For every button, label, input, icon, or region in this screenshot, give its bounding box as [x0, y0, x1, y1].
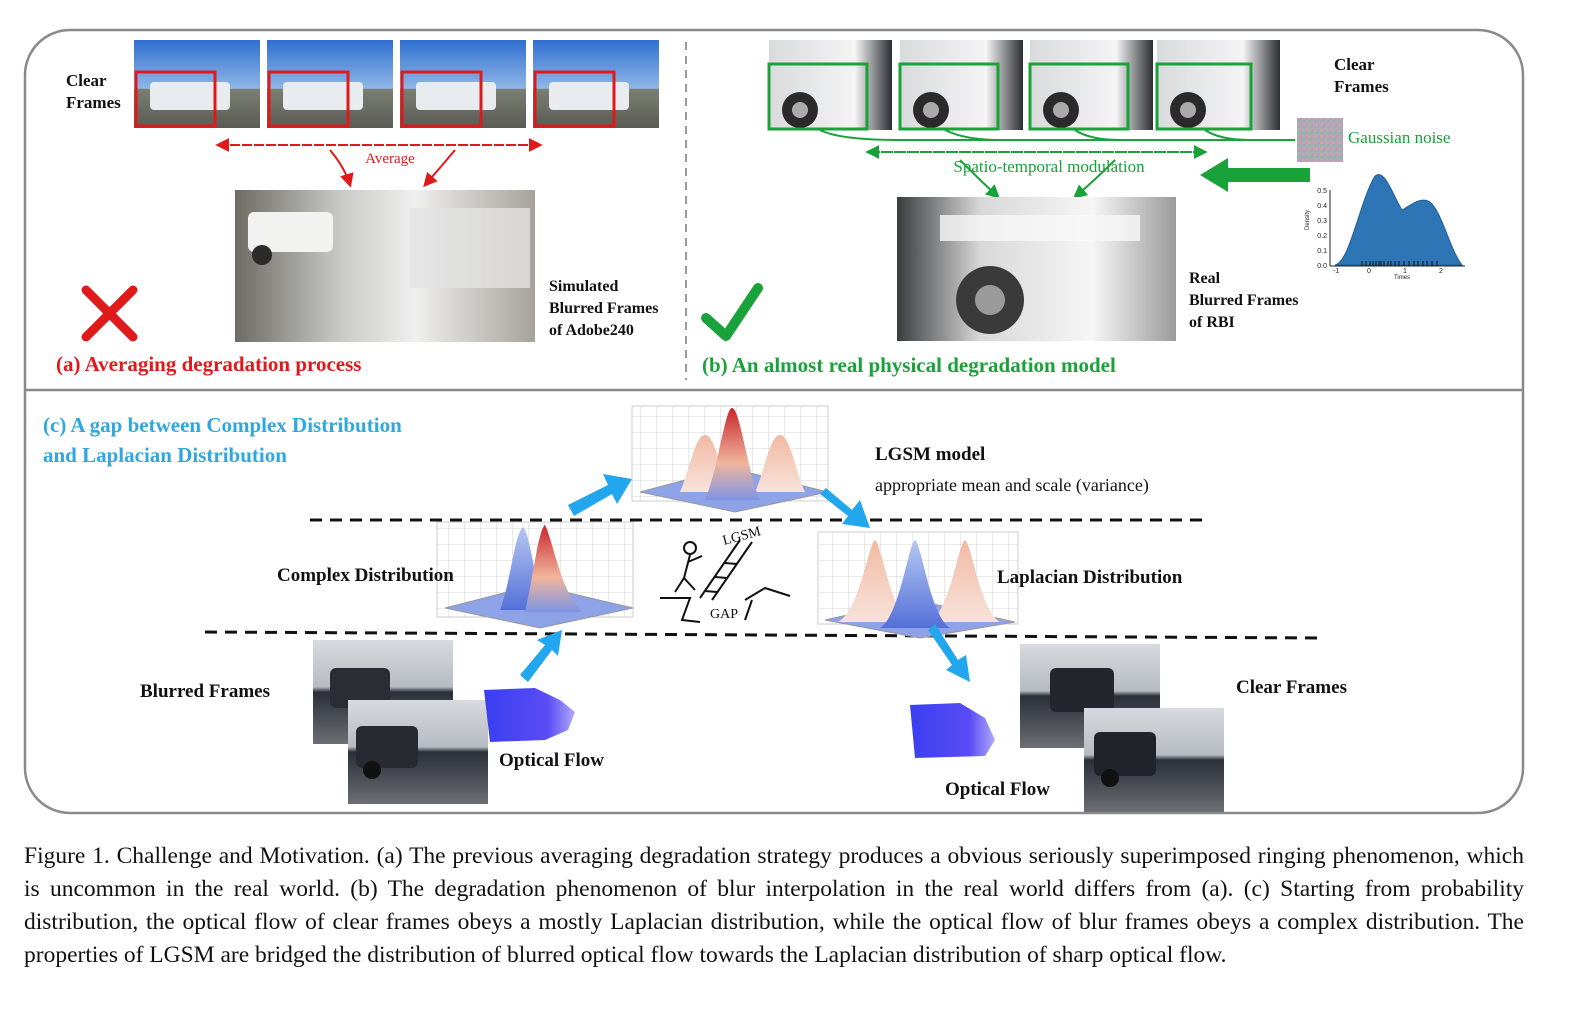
a-title: (a) Averaging degradation process: [56, 352, 361, 376]
a-simulated-line2: Blurred Frames: [549, 300, 658, 317]
a-average-bracket: [215, 138, 543, 188]
x-tick-1: 0: [1367, 268, 1371, 275]
x-tick-0: -1: [1333, 268, 1339, 275]
b-title: (b) An almost real physical degradation …: [702, 353, 1116, 377]
b-clear-frames-line2: Frames: [1334, 77, 1389, 96]
gaussian-noise-image: [1297, 118, 1343, 162]
a-clear-frame-2: [267, 40, 393, 128]
cross-icon: [81, 285, 138, 342]
clear-frames-label: Clear Frames: [1236, 677, 1347, 698]
clear-frames-stack: [1020, 644, 1224, 812]
a-simulated-line1: Simulated: [549, 278, 618, 295]
b-clear-frames-line1: Clear: [1334, 55, 1375, 74]
a-clear-frames-line2: Frames: [66, 93, 121, 112]
y-tick-1: 0.4: [1317, 203, 1327, 210]
figure-canvas: Clear Frames Average: [23, 28, 1525, 815]
figure-frame: [23, 28, 1525, 815]
x-tick-2: 1: [1403, 268, 1407, 275]
b-clear-frame-3: [1028, 40, 1153, 131]
climber-lgsm-label: LGSM: [721, 524, 763, 549]
b-real-line3: of RBI: [1189, 314, 1235, 331]
b-modulation-connectors: [819, 129, 1295, 199]
b-density-plot: Density Times 0.5 0.4 0.3 0.2 0.1 0.0 -1…: [1305, 174, 1465, 281]
a-clear-frame-1: [134, 40, 260, 128]
b-clear-frame-4: [1155, 40, 1280, 131]
optical-flow-left-label: Optical Flow: [499, 750, 604, 771]
a-simulated-blur-image: [235, 190, 535, 342]
x-tick-3: 2: [1439, 268, 1443, 275]
lgsm-model-label: LGSM model: [875, 444, 985, 465]
y-tick-3: 0.2: [1317, 233, 1327, 240]
optical-flow-right-image: [910, 703, 995, 758]
y-tick-5: 0.0: [1317, 263, 1327, 270]
b-real-line2: Blurred Frames: [1189, 292, 1298, 309]
density-rug: [1361, 261, 1438, 266]
checkmark-icon: [701, 283, 763, 341]
b-noise-arrow: [1200, 158, 1310, 192]
a-clear-frame-4: [533, 40, 659, 128]
arrow-lgsm-to-laplacian: [820, 488, 870, 528]
a-clear-frames-line1: Clear: [66, 71, 107, 90]
c-title-line2: and Laplacian Distribution: [43, 443, 287, 467]
blurred-frames-stack: [313, 640, 488, 804]
density-curve: [1334, 174, 1464, 266]
lgsm-desc: appropriate mean and scale (variance): [875, 475, 1149, 496]
arrow-complex-to-lgsm: [568, 474, 632, 516]
b-real-line1: Real: [1189, 270, 1221, 287]
panel-b: Clear Frames Gaussian noise Spatio-tempo…: [701, 40, 1465, 377]
arrow-laplacian-to-flow: [928, 624, 970, 682]
caption-text: Figure 1. Challenge and Motivation. (a) …: [24, 843, 1524, 968]
complex-label: Complex Distribution: [277, 565, 454, 586]
laplacian-label: Laplacian Distribution: [997, 567, 1183, 588]
complex-3d-plot: [436, 521, 634, 629]
b-clear-frame-1: [767, 40, 892, 131]
a-simulated-line3: of Adobe240: [549, 322, 634, 339]
optical-flow-left-image: [484, 688, 575, 742]
a-clear-frame-3: [400, 40, 526, 128]
y-tick-0: 0.5: [1317, 188, 1327, 195]
y-tick-2: 0.3: [1317, 218, 1327, 225]
figure-caption: Figure 1. Challenge and Motivation. (a) …: [24, 840, 1524, 972]
density-ylabel: Density: [1305, 210, 1311, 230]
b-modulation-label: Spatio-temporal modulation: [953, 157, 1145, 176]
a-average-label: Average: [365, 151, 415, 167]
climber-gap-label: GAP: [710, 607, 738, 622]
panel-c: (c) A gap between Complex Distribution a…: [43, 405, 1347, 812]
optical-flow-right-label: Optical Flow: [945, 779, 1050, 800]
arrow-flow-to-complex: [520, 630, 562, 682]
y-tick-4: 0.1: [1317, 248, 1327, 255]
laplacian-3d-plot: [817, 531, 1019, 639]
panel-a: Clear Frames Average: [56, 40, 659, 376]
blurred-frames-label: Blurred Frames: [140, 681, 270, 702]
climber-icon: [660, 539, 791, 623]
lgsm-3d-plot: [631, 405, 829, 513]
dashed-line-lower: [204, 630, 1323, 640]
b-clear-frame-2: [898, 40, 1023, 131]
b-gaussian-noise-label: Gaussian noise: [1348, 128, 1450, 147]
density-xlabel: Times: [1394, 275, 1410, 281]
c-title-line1: (c) A gap between Complex Distribution: [43, 413, 402, 437]
blue-arrows: [520, 474, 970, 682]
b-real-blur-image: [897, 197, 1176, 341]
